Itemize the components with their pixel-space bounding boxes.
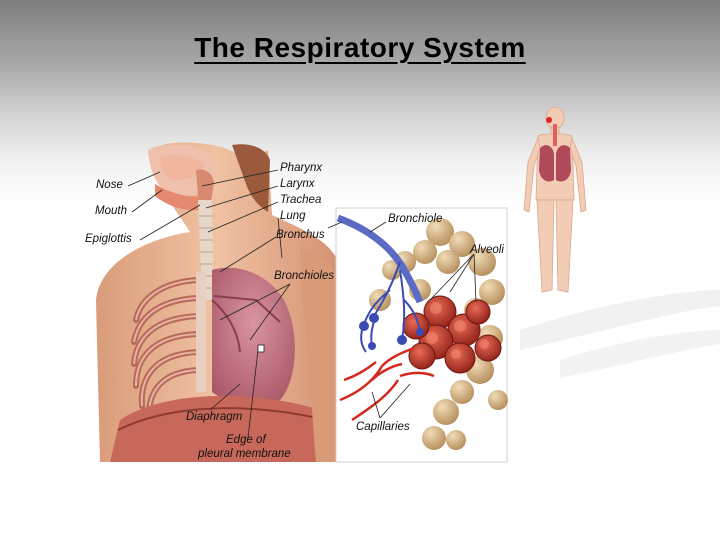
label-mouth: Mouth xyxy=(95,205,127,217)
page-title: The Respiratory System xyxy=(194,32,526,63)
label-leader-lines xyxy=(127,169,477,439)
label-larynx: Larynx xyxy=(280,178,315,190)
label-nose: Nose xyxy=(96,179,123,191)
label-bronchioles: Bronchioles xyxy=(274,270,335,282)
label-pharynx: Pharynx xyxy=(280,162,323,174)
label-alveoli: Alveoli xyxy=(470,244,504,256)
label-pleural-line2: pleural membrane xyxy=(198,448,291,460)
label-epiglottis: Epiglottis xyxy=(85,233,132,245)
alveoli-detail-panel xyxy=(335,207,508,463)
label-lung: Lung xyxy=(280,210,306,222)
label-capillaries: Capillaries xyxy=(356,421,410,433)
torso-figure xyxy=(96,142,338,462)
label-pleural-line1: Edge of xyxy=(226,434,266,446)
label-bronchiole: Bronchiole xyxy=(388,213,443,225)
label-bronchus: Bronchus xyxy=(276,229,325,241)
body-thumbnail xyxy=(523,106,587,293)
label-diaphragm: Diaphragm xyxy=(186,411,243,423)
label-trachea: Trachea xyxy=(280,194,322,206)
